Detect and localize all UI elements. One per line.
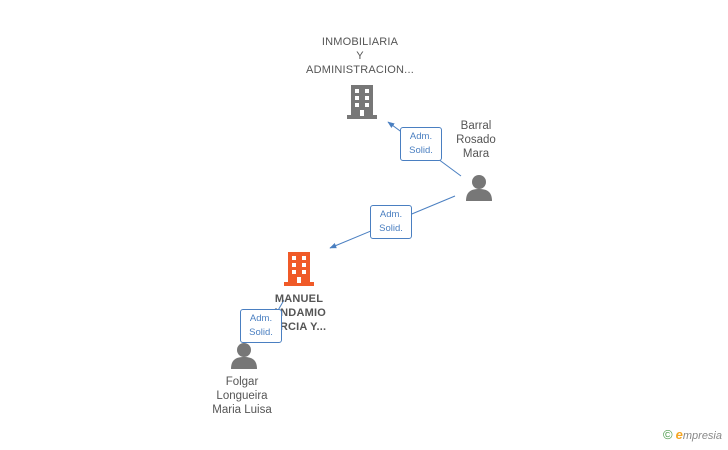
company-main-line-3: ARCIA Y... [271,321,327,333]
brand-initial: e [675,427,683,442]
company-main-line-2: ANDAMIO [272,307,326,319]
badge-line-2: Solid. [249,327,273,338]
badge-line-1: Adm. [409,131,433,142]
badge-line-2: Solid. [409,145,433,156]
person-barral-label[interactable]: Barral Rosado Mara [446,119,506,161]
person-barral-line-3: Mara [462,148,490,160]
badge-line-1: Adm. [379,209,403,220]
person-barral-line-1: Barral [460,120,492,132]
person-folgar-line-2: Longueira [216,390,268,402]
person-folgar-line-1: Folgar [225,376,259,388]
company-main-line-1: MANUEL [274,293,324,305]
role-badge-barral-top[interactable]: Adm. Solid. [400,127,442,161]
person-icon-folgar[interactable] [231,343,257,369]
person-barral-line-2: Rosado [456,134,496,146]
company-top-label[interactable]: INMOBILIARIA Y ADMINISTRACION... [290,35,430,77]
company-top-line-1: INMOBILIARIA [321,36,399,48]
company-top-line-3: ADMINISTRACION... [306,64,414,76]
role-badge-folgar-main[interactable]: Adm. Solid. [240,309,282,343]
badge-line-2: Solid. [379,223,403,234]
brand-name: mpresia [682,430,722,442]
copyright-icon: © [662,427,673,442]
empresia-logo: © empresia [663,427,722,442]
person-folgar-line-3: Maria Luisa [212,404,272,416]
building-icon-main-company[interactable] [284,252,314,286]
badge-line-1: Adm. [249,313,273,324]
building-icon-top-company[interactable] [347,85,377,119]
role-badge-barral-main[interactable]: Adm. Solid. [370,205,412,239]
company-main-label[interactable]: MANUEL ANDAMIO ARCIA Y... [244,292,354,334]
person-folgar-label[interactable]: Folgar Longueira Maria Luisa [197,375,287,417]
person-icon-barral[interactable] [466,175,492,201]
company-top-line-2: Y [356,50,364,62]
